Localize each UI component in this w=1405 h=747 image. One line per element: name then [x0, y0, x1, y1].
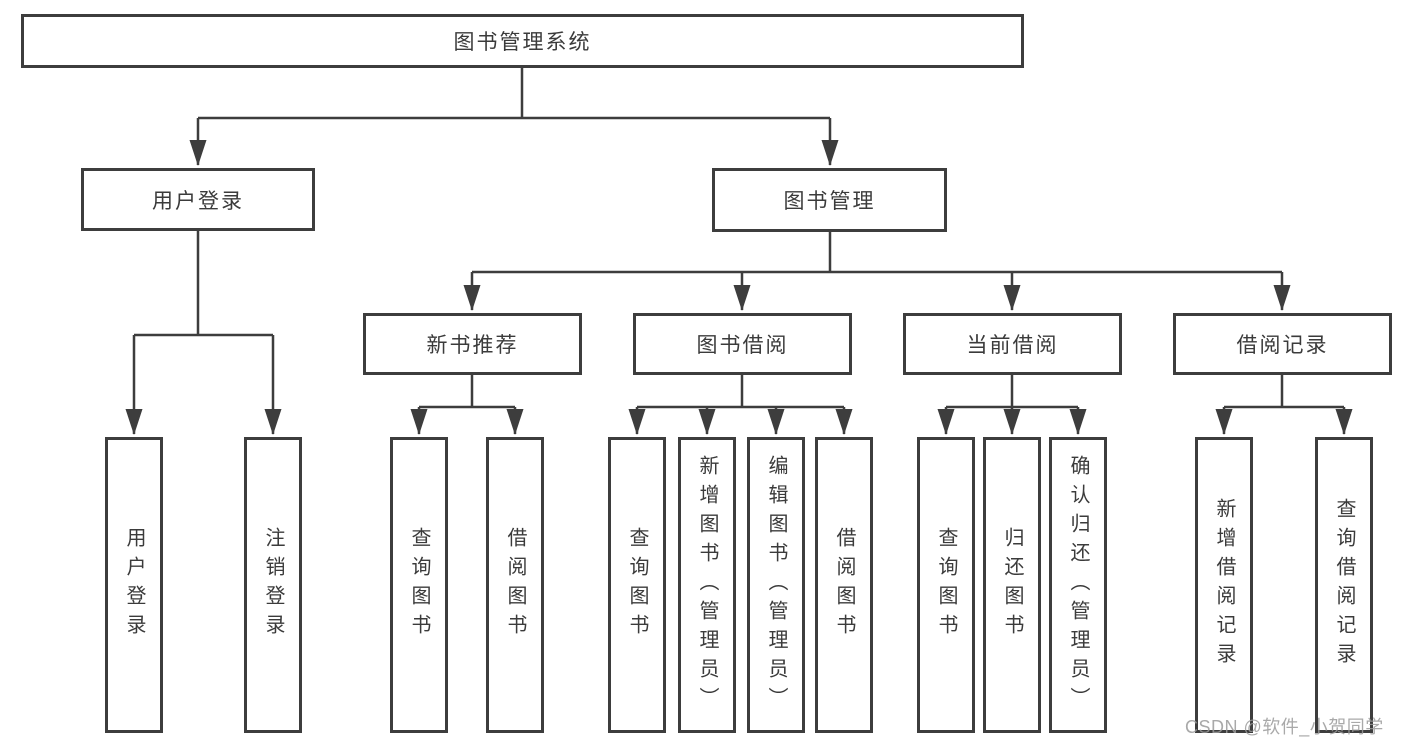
connector-current-bus [946, 375, 1078, 409]
connector-rec-bus [419, 375, 515, 409]
node-new-book-recommend: 新书推荐 [363, 313, 582, 375]
node-book-management: 图书管理 [712, 168, 947, 232]
leaf-add-books-admin: 新增图书（管理员） [678, 437, 736, 733]
connector-records-bus [1224, 375, 1344, 409]
node-current-borrowing: 当前借阅 [903, 313, 1122, 375]
leaf-confirm-return-admin: 确认归还（管理员） [1049, 437, 1107, 733]
node-borrowing-records: 借阅记录 [1173, 313, 1392, 375]
node-user-login: 用户登录 [81, 168, 315, 231]
leaf-user-login: 用户登录 [105, 437, 163, 733]
connector-root-bus [198, 68, 830, 120]
leaf-borrow-books: 借阅图书 [815, 437, 873, 733]
csdn-watermark: CSDN @软件_小贺同学 [1185, 717, 1384, 737]
connector-login-bus [134, 231, 273, 337]
leaf-query-books-current: 查询图书 [917, 437, 975, 733]
leaf-return-books: 归还图书 [983, 437, 1041, 733]
leaf-logout: 注销登录 [244, 437, 302, 733]
connector-mgmt-bus [472, 232, 1282, 274]
leaf-add-borrow-record: 新增借阅记录 [1195, 437, 1253, 733]
node-book-borrowing: 图书借阅 [633, 313, 852, 375]
leaf-borrow-books-rec: 借阅图书 [486, 437, 544, 733]
leaf-edit-books-admin: 编辑图书（管理员） [747, 437, 805, 733]
node-root-system: 图书管理系统 [21, 14, 1024, 68]
leaf-query-borrow-record: 查询借阅记录 [1315, 437, 1373, 733]
leaf-query-books-rec: 查询图书 [390, 437, 448, 733]
leaf-query-books-borrow: 查询图书 [608, 437, 666, 733]
connector-borrow-bus [637, 375, 844, 409]
